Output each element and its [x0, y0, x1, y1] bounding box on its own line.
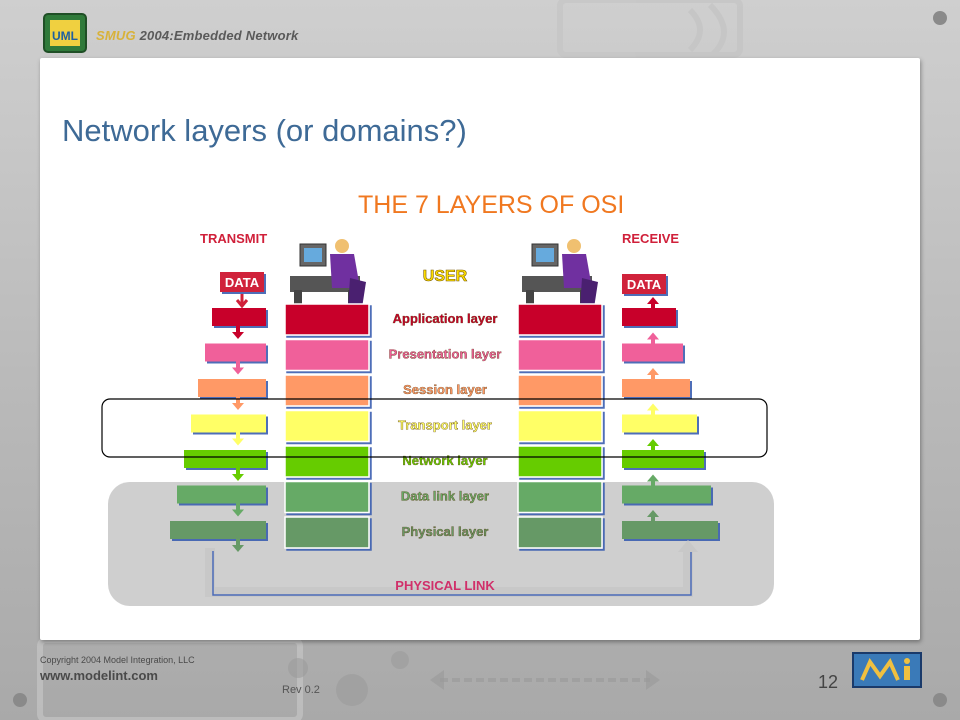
transport-highlight-box — [101, 398, 768, 458]
diagram-title: THE 7 LAYERS OF OSI — [358, 191, 624, 219]
osi-layer-label: Session layer — [403, 382, 487, 397]
osi-layer-row: Network layer — [184, 439, 704, 481]
osi-layer-row: Application layer — [212, 297, 676, 339]
osi-layer-row: Data link layer — [177, 474, 711, 517]
conference-header: SMUG 2004:Embedded Network — [96, 28, 299, 43]
physical-link-arrow — [205, 540, 698, 597]
osi-layer-row: Presentation layer — [205, 332, 683, 375]
slide-title: Network layers (or domains?) — [62, 113, 467, 148]
website-text: www.modelint.com — [40, 668, 158, 683]
data-box-left: DATA — [220, 272, 264, 292]
user-workstation-icon — [522, 239, 598, 312]
model-integration-logo-icon — [852, 652, 922, 688]
svg-text:DATA: DATA — [627, 277, 662, 292]
physical-band — [108, 482, 774, 606]
transmit-label: TRANSMIT — [200, 231, 267, 246]
osi-layer-row: Transport layer — [191, 403, 697, 446]
osi-layer-label: Network layer — [402, 453, 487, 468]
gear-icon — [336, 674, 368, 706]
osi-layer-label: Application layer — [393, 311, 498, 326]
user-label: USER — [423, 268, 468, 285]
receive-label: RECEIVE — [622, 231, 679, 246]
osi-layer-label: Data link layer — [401, 489, 489, 504]
osi-layer-label: Transport layer — [398, 418, 492, 433]
revision-label: Rev 0.2 — [282, 684, 320, 696]
uml-logo-icon: UML — [43, 13, 87, 53]
gear-icon — [391, 651, 409, 669]
osi-diagram: THE 7 LAYERS OF OSI TRANSMIT RECEIVE DAT… — [101, 191, 774, 606]
physical-link-label: PHYSICAL LINK — [395, 578, 495, 593]
page-number: 12 — [818, 672, 839, 692]
osi-layer-label: Presentation layer — [389, 347, 502, 362]
copyright-text: Copyright 2004 Model Integration, LLC — [40, 655, 195, 665]
osi-layer-label: Physical layer — [402, 524, 489, 539]
user-workstation-icon — [290, 239, 366, 312]
osi-layer-row: Session layer — [198, 368, 690, 410]
data-box-right: DATA — [622, 274, 666, 294]
gear-icon — [288, 658, 308, 678]
svg-text:UML: UML — [52, 29, 78, 43]
osi-layer-row: Physical layer — [170, 510, 718, 552]
svg-text:DATA: DATA — [225, 275, 260, 290]
